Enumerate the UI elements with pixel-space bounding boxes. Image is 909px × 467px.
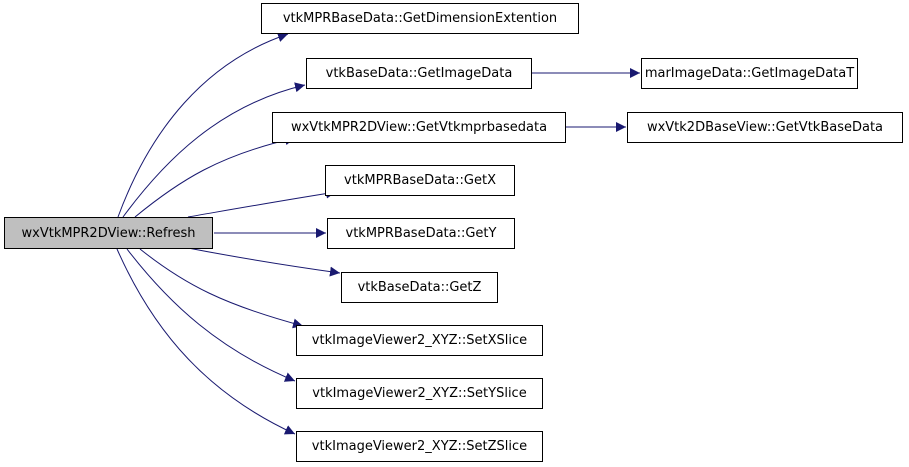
node-set-z-slice[interactable]: vtkImageViewer2_XYZ::SetZSlice bbox=[296, 431, 543, 462]
node-get-image-data[interactable]: vtkBaseData::GetImageData bbox=[306, 58, 532, 89]
node-set-y-slice[interactable]: vtkImageViewer2_XYZ::SetYSlice bbox=[296, 378, 543, 409]
edge-refresh-to-get-dimension-extention bbox=[117, 32, 289, 218]
node-get-x[interactable]: vtkMPRBaseData::GetX bbox=[325, 165, 515, 196]
edge-refresh-to-set-y-slice bbox=[126, 248, 296, 382]
node-set-x-slice[interactable]: vtkImageViewer2_XYZ::SetXSlice bbox=[296, 325, 543, 356]
edge-refresh-to-get-vtkmprbasedata bbox=[134, 135, 296, 218]
node-get-y[interactable]: vtkMPRBaseData::GetY bbox=[327, 218, 515, 249]
edge-refresh-to-get-z bbox=[187, 247, 341, 277]
node-get-image-data-t[interactable]: marImageData::GetImageDataT bbox=[641, 58, 858, 89]
edge-refresh-to-get-x bbox=[187, 188, 337, 218]
node-get-vtk-base-data[interactable]: wxVtk2DBaseView::GetVtkBaseData bbox=[627, 112, 903, 143]
node-get-vtkmprbasedata[interactable]: wxVtkMPR2DView::GetVtkmprbasedata bbox=[272, 112, 566, 143]
edge-refresh-to-set-z-slice bbox=[116, 248, 296, 435]
edge-refresh-to-get-image-data bbox=[122, 82, 306, 218]
node-get-z[interactable]: vtkBaseData::GetZ bbox=[341, 272, 498, 303]
node-get-dimension-extention[interactable]: vtkMPRBaseData::GetDimensionExtention bbox=[261, 3, 579, 34]
node-refresh[interactable]: wxVtkMPR2DView::Refresh bbox=[4, 217, 213, 249]
edge-refresh-to-set-x-slice bbox=[139, 248, 304, 329]
